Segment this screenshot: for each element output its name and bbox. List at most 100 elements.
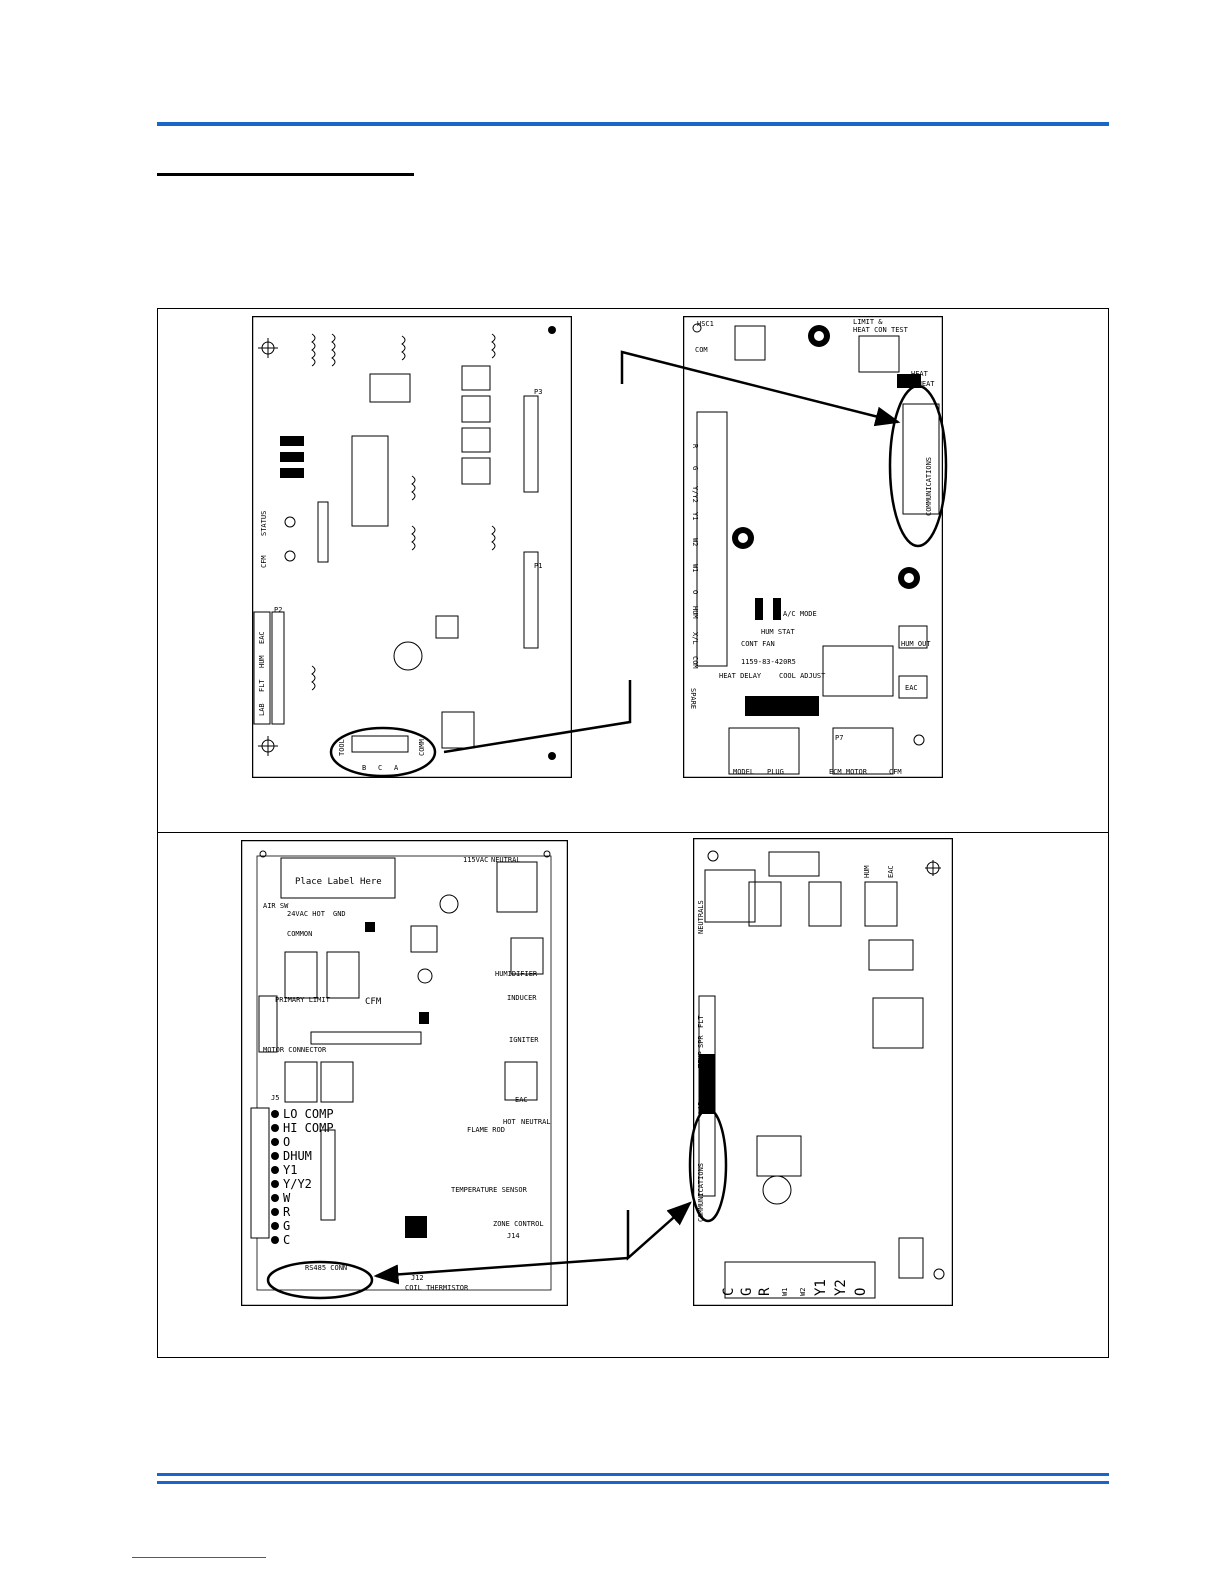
- board-2-com-terminal: COM: [691, 656, 699, 669]
- board-2-cont-fan-label: CONT FAN: [741, 640, 775, 648]
- board-1-c-label: C: [378, 764, 382, 772]
- board-4-y1-terminal: Y1: [813, 1279, 829, 1296]
- board-3-24vac-hot-label: 24VAC HOT: [287, 910, 326, 918]
- board-3-temp-sensor-label: TEMPERATURE SENSOR: [451, 1186, 528, 1194]
- board-4-neutrals-label: NEUTRALS: [697, 900, 705, 934]
- board-3-zone-control-label: ZONE CONTROL: [493, 1220, 544, 1228]
- board-1-tool-label: TOOL: [338, 739, 346, 756]
- board-1-comm-label: COMM: [418, 739, 426, 756]
- board-3-air-sw-label: AIR SW: [263, 902, 289, 910]
- board-2-limit-label: LIMIT &: [853, 318, 883, 326]
- board-4-o-terminal: O: [853, 1288, 869, 1296]
- footer-link-underline: [132, 1557, 266, 1558]
- board-3-hot-label: HOT: [503, 1118, 516, 1126]
- board-2-plug-label: PLUG: [767, 768, 784, 776]
- board-1-p2-label: P2: [274, 606, 282, 614]
- section-heading-underline: [157, 173, 414, 176]
- board-1-flt-label: FLT: [258, 679, 266, 692]
- board-2-hsc1-label: HSC1: [697, 320, 714, 328]
- footer-rule-lower: [157, 1481, 1109, 1484]
- board-3-g-terminal: G: [283, 1219, 290, 1233]
- board-2-ac-mode-label: A/C MODE: [783, 610, 817, 618]
- board-2-xl-terminal: X/L: [691, 632, 699, 645]
- board-3-dhum-terminal: DHUM: [283, 1149, 312, 1163]
- board-2-communications-label: COMMUNICATIONS: [925, 457, 933, 516]
- board-3-y1-terminal: Y1: [283, 1163, 297, 1177]
- board-1-status-label: STATUS: [260, 511, 268, 536]
- board-2-ecm-motor-label: ECM MOTOR: [829, 768, 868, 776]
- board-4-communications-label: COMMUNICATIONS: [697, 1163, 705, 1222]
- board-4-lab-label: LAB: [697, 1101, 705, 1114]
- board-1-p3-label: P3: [534, 388, 542, 396]
- board-3-flame-rod-label: FLAME ROD: [467, 1126, 505, 1134]
- board-2-o-terminal: O: [691, 590, 699, 594]
- board-3-coil-thermistor-label: COIL THERMISTOR: [405, 1284, 469, 1292]
- board-3-cfm-label: CFM: [365, 997, 382, 1007]
- board-2-heat-delay-label: HEAT DELAY: [719, 672, 762, 680]
- board-4-spr-label: SPR: [697, 1035, 705, 1048]
- board-3-c-terminal: C: [283, 1233, 290, 1247]
- board-3-neutral-label: NEUTRAL: [491, 856, 521, 864]
- board-3-y-y2-terminal: Y/Y2: [283, 1177, 312, 1191]
- board-3-lo-comp-terminal: LO COMP: [283, 1107, 334, 1121]
- board-4-g-terminal: G: [739, 1288, 755, 1296]
- board-2-w1-terminal: W1: [691, 564, 699, 572]
- board-2-y1-terminal: Y1: [691, 512, 699, 520]
- board-2-cool-adjust-label: COOL ADJUST: [779, 672, 826, 680]
- board-3-r-terminal: R: [283, 1205, 291, 1219]
- board-2-part-number: 1159-83-420R5: [741, 658, 796, 666]
- board-3-igniter-label: IGNITER: [509, 1036, 539, 1044]
- board-2-heat-label: HEAT: [911, 370, 929, 378]
- board-1-b-label: B: [362, 764, 366, 772]
- board-2-eac-label: EAC: [905, 684, 918, 692]
- board-2-g-terminal: G: [691, 466, 699, 470]
- board-2-model-label: MODEL: [733, 768, 754, 776]
- board-3-humidifier-label: HUMIDIFIER: [495, 970, 538, 978]
- board-3-j14-label: J14: [507, 1232, 520, 1240]
- board-1-cfm-label: CFM: [260, 555, 268, 568]
- board-3-common-label: COMMON: [287, 930, 312, 938]
- board-2-w2-terminal: W2: [691, 538, 699, 546]
- board-2-y-y2-terminal: Y/Y2: [691, 486, 699, 503]
- board-4-hum-label: HUM: [863, 865, 871, 878]
- board-2-no-heat-label: NO HEAT: [905, 380, 935, 388]
- board-4-w1-terminal: W1: [781, 1288, 789, 1296]
- board-3-j5-label: J5: [271, 1094, 279, 1102]
- board-bottom-right: NEUTRALS HUM EAC COMMUNICATIONS FLT SPR …: [693, 838, 953, 1306]
- control-boards-figure: [157, 308, 1109, 1358]
- board-3-place-label: Place Label Here: [295, 877, 382, 887]
- board-1-p1-label: P1: [534, 562, 542, 570]
- board-4-c-terminal: C: [721, 1288, 737, 1296]
- board-4-y2-terminal: Y2: [833, 1279, 849, 1296]
- board-4-eac-label: EAC: [887, 865, 895, 878]
- board-2-com-label: COM: [695, 346, 708, 354]
- footer-rule-upper: [157, 1473, 1109, 1476]
- board-2-spare-label: SPARE: [689, 688, 697, 709]
- board-4-flt-label: FLT: [697, 1015, 705, 1028]
- board-top-right: HSC1 LIMIT & HEAT CON TEST COM HEAT NO H…: [683, 316, 943, 778]
- board-3-w-terminal: W: [283, 1191, 291, 1205]
- board-2-test-label: TEST: [891, 326, 909, 334]
- board-4-r-terminal: R: [757, 1287, 773, 1296]
- board-2-hum-terminal: HUM: [691, 606, 699, 619]
- board-3-gnd-label: GND: [333, 910, 346, 918]
- board-1-lab-label: LAB: [258, 703, 266, 716]
- board-2-r-terminal: R: [691, 444, 699, 449]
- board-3-hi-comp-terminal: HI COMP: [283, 1121, 334, 1135]
- board-3-inducer-label: INDUCER: [507, 994, 537, 1002]
- board-2-heat-con-label: HEAT CON: [853, 326, 887, 334]
- board-2-hum-stat-label: HUM STAT: [761, 628, 796, 636]
- board-2-cfm-label: CFM: [889, 768, 902, 776]
- board-1-hum-label: HUM: [258, 655, 266, 668]
- board-3-115vac-label: 115VAC: [463, 856, 488, 864]
- board-2-p7-label: P7: [835, 734, 843, 742]
- board-3-eac-label: EAC: [515, 1096, 528, 1104]
- board-bottom-left: Place Label Here LO COMP HI COMP O DHUM …: [241, 840, 568, 1306]
- board-3-rs485-label: RS485 CONN: [305, 1264, 347, 1272]
- board-1-eac-label: EAC: [258, 631, 266, 644]
- board-3-neutral-2-label: NEUTRAL: [521, 1118, 551, 1126]
- board-3-o-terminal: O: [283, 1135, 290, 1149]
- board-3-motor-connector-label: MOTOR CONNECTOR: [263, 1046, 327, 1054]
- board-4-w2-terminal: W2: [799, 1288, 807, 1296]
- board-4-temp-label: TEMP: [697, 1051, 705, 1068]
